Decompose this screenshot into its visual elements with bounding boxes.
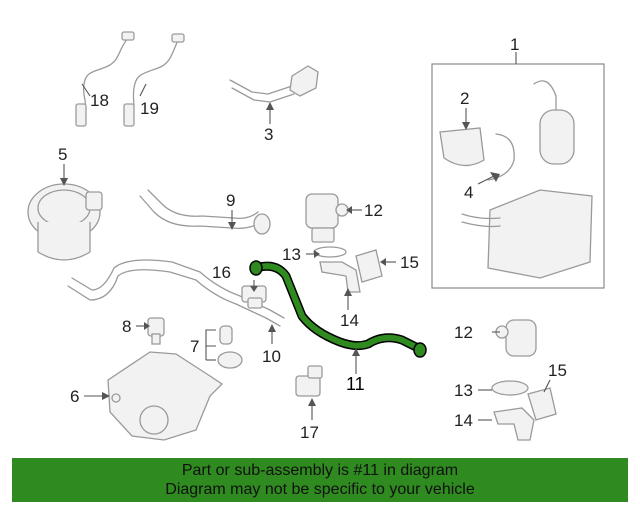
- callout-13-lower: 13: [454, 381, 473, 400]
- callout-15-lower: 15: [548, 361, 567, 380]
- callout-19: 19: [140, 99, 159, 118]
- callout-12-upper: 12: [364, 201, 383, 220]
- bracket-14-upper: [319, 261, 361, 293]
- callout-8: 8: [122, 317, 131, 336]
- callout-14-upper: 14: [340, 311, 359, 330]
- callout-15-upper: 15: [400, 253, 419, 272]
- purge-valve-2: [439, 127, 485, 167]
- callout-6: 6: [70, 387, 79, 406]
- callout-10: 10: [262, 347, 281, 366]
- filter-canister: [533, 80, 575, 165]
- oxygen-sensor-18: [75, 31, 135, 127]
- valve-12-upper: [305, 193, 349, 243]
- hose-11-highlighted: [249, 260, 427, 358]
- oxygen-sensor-19: [123, 33, 185, 127]
- callout-3: 3: [264, 125, 273, 144]
- bracket-14-lower: [493, 407, 535, 441]
- bracket-6: [107, 351, 224, 441]
- grommet-7: [217, 325, 243, 369]
- info-banner: Part or sub-assembly is #11 in diagram D…: [12, 458, 628, 502]
- callout-9: 9: [226, 191, 235, 210]
- callout-2: 2: [460, 89, 469, 108]
- callout-1: 1: [510, 35, 519, 54]
- assembly-1-box: [431, 63, 605, 289]
- callout-18: 18: [90, 91, 109, 110]
- gasket-13-upper: [313, 246, 347, 258]
- hose-10: [67, 259, 285, 327]
- leader-lines: [60, 52, 551, 421]
- callout-13-upper: 13: [282, 245, 301, 264]
- gasket-15-upper: [355, 249, 383, 283]
- callout-14-lower: 14: [454, 411, 473, 430]
- callout-11: 11: [346, 374, 365, 394]
- gasket-13-lower: [491, 380, 529, 396]
- evap-canister: [461, 189, 593, 279]
- air-pump-5: [27, 183, 103, 261]
- sensor-8: [147, 317, 165, 345]
- callout-4: 4: [464, 183, 473, 202]
- callout-17: 17: [300, 423, 319, 442]
- callout-7: 7: [190, 337, 199, 356]
- valve-12-lower: [495, 319, 537, 357]
- hose-9: [139, 189, 271, 235]
- line-4: [487, 133, 515, 181]
- gasket-15-lower: [527, 387, 557, 421]
- callout-16: 16: [212, 263, 231, 282]
- callout-5: 5: [58, 145, 67, 164]
- banner-line-1: Part or sub-assembly is #11 in diagram: [181, 462, 459, 479]
- hose-3: [229, 65, 319, 103]
- callout-12-lower: 12: [454, 323, 473, 342]
- solenoid-17: [295, 365, 323, 397]
- banner-line-2: Diagram may not be specific to your vehi…: [165, 481, 475, 498]
